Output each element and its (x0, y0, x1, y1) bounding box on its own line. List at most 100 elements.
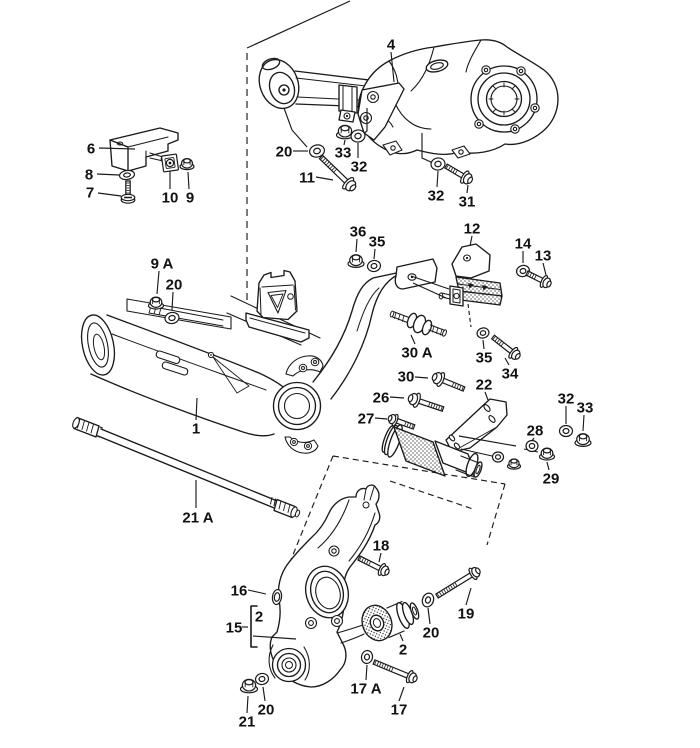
callout-7-2: 7 (86, 185, 94, 202)
leader-line (582, 414, 585, 432)
leader-line (96, 173, 120, 176)
callout-30A-19: 30 A (401, 345, 432, 362)
leader-line (378, 552, 382, 563)
leader-line (315, 176, 334, 181)
callout-20-42: 20 (258, 702, 275, 719)
fastener-bolt-11 (318, 154, 357, 192)
fastener-bolt-34 (490, 334, 521, 360)
callout-12-16: 12 (464, 221, 481, 238)
guide-line (283, 455, 334, 578)
callout-2-38: 2 (399, 642, 407, 659)
part-22-bracket-bushing (381, 398, 508, 478)
callout-36-14: 36 (350, 224, 367, 241)
fastener-nut-29 (506, 458, 522, 470)
callout-32-10: 32 (428, 188, 445, 205)
leader-line (97, 192, 122, 197)
group-bracket-15 (250, 605, 258, 648)
fastener-washer-32 (558, 424, 574, 438)
part-15-hub-carrier (268, 484, 381, 688)
callout-35-15: 35 (369, 234, 386, 251)
leader-lines (96, 51, 585, 714)
fastener-washer-20 (421, 592, 435, 608)
fastener-nut-21 (239, 678, 259, 694)
fastener-bolt-31 (444, 163, 474, 185)
leader-line (246, 695, 249, 714)
fastener-nut-9a (147, 296, 165, 310)
leader-line (546, 461, 550, 471)
leader-line (410, 334, 416, 345)
callout-20-13: 20 (166, 277, 183, 294)
guide-line (246, 0, 351, 49)
fastener-washer-28 (525, 439, 539, 453)
leader-line (187, 171, 190, 190)
part-12-transmission-mount (438, 243, 503, 307)
leader-line (467, 303, 472, 328)
leader-line (343, 139, 346, 146)
fastener-washer-35 (476, 327, 490, 339)
callout-18-35: 18 (373, 538, 390, 555)
callout-8-1: 8 (85, 167, 93, 184)
leader-line (504, 357, 510, 366)
callout-27-24: 27 (358, 411, 375, 428)
leader-line (414, 376, 429, 379)
leader-line (390, 51, 395, 83)
guide-line (486, 483, 506, 546)
leader-line (389, 396, 405, 399)
callout-10-3: 10 (162, 190, 179, 207)
fastener-bolt-30 (431, 372, 466, 392)
fastener-bolt-13 (525, 270, 552, 289)
callout-16-32: 16 (231, 583, 248, 600)
leader-line (469, 235, 473, 247)
callout-6-0: 6 (87, 141, 95, 158)
fastener-bolt-17 (372, 659, 418, 684)
callout-1-30: 1 (192, 421, 200, 438)
fastener-washer-35 (366, 259, 382, 273)
leader-line (373, 248, 376, 260)
callout-19-36: 19 (458, 606, 475, 623)
leader-line (410, 275, 450, 290)
leader-line (465, 587, 472, 606)
callout-21A-31: 21 A (182, 510, 213, 527)
callout-17A-39: 17 A (350, 681, 381, 698)
part-4-axle-carrier (258, 39, 559, 159)
callout-32-26: 32 (558, 391, 575, 408)
leader-line (436, 170, 439, 188)
fastener-washer-28 (491, 451, 505, 463)
part-30a-stud (389, 310, 447, 337)
fastener-washer-14 (515, 264, 531, 278)
leader-line (355, 238, 358, 253)
callout-26-23: 26 (373, 390, 390, 407)
part-21a-axle-shaft (72, 416, 301, 519)
callout-30-22: 30 (398, 369, 415, 386)
callout-17-40: 17 (391, 702, 408, 719)
fastener-washer-8 (118, 169, 136, 181)
leader-line (412, 282, 447, 299)
fasteners (118, 124, 592, 694)
fastener-washer-32 (430, 157, 446, 171)
leader-line (466, 184, 469, 194)
callout-9A-12: 9 A (151, 256, 174, 273)
leader-line (421, 133, 434, 164)
fastener-nut-33 (335, 124, 355, 140)
leader-line (482, 339, 485, 350)
callout-9-4: 9 (186, 190, 194, 207)
leader-line (374, 417, 388, 420)
part-2-bushing (361, 600, 420, 642)
leader-line (398, 686, 405, 702)
leader-line (262, 686, 266, 702)
part-1-trailing-arm (80, 258, 438, 454)
fastener-nut-36 (347, 254, 365, 268)
leader-line (247, 589, 267, 595)
leader-line (542, 262, 547, 276)
callout-35-20: 35 (476, 350, 493, 367)
leader-line (252, 635, 297, 640)
leader-line (460, 448, 493, 457)
fastener-bolt-18 (357, 555, 390, 577)
callout-28-28: 28 (527, 423, 544, 440)
callout-20-37: 20 (423, 625, 440, 642)
leader-line (156, 270, 160, 295)
leader-line (365, 664, 368, 681)
